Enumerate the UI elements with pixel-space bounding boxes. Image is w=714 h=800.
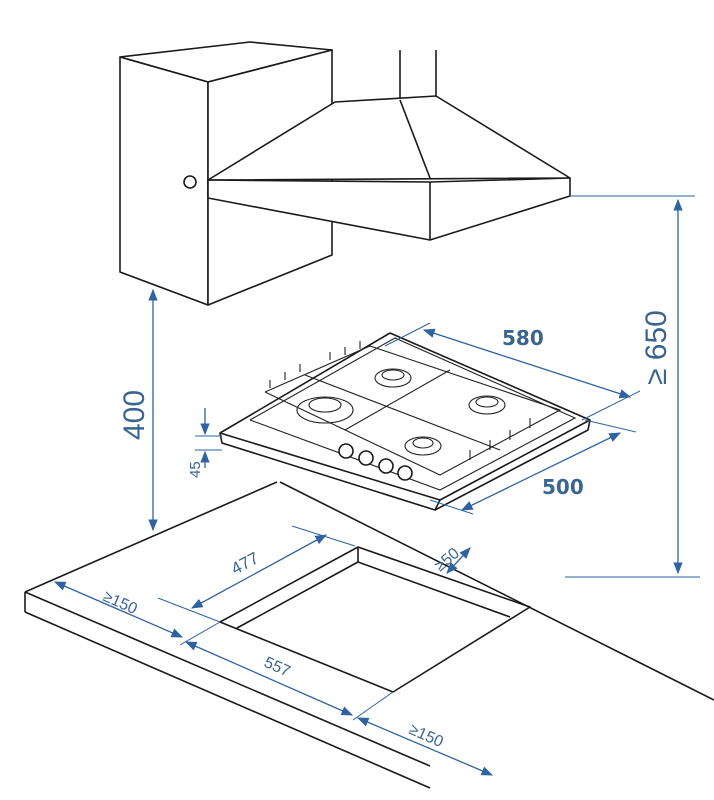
cabinet-knob-icon	[183, 175, 197, 189]
dimension-cutout-width: 557	[184, 641, 394, 721]
hob-height-label: 45	[187, 461, 204, 478]
control-knobs	[338, 443, 413, 481]
hood-clearance-label: ≥ 650	[640, 310, 673, 385]
hob-depth-label: 500	[542, 475, 584, 499]
dimension-hob-height: 45	[187, 408, 222, 478]
cooker-hood	[207, 50, 571, 241]
dimension-right-clearance: ≥150	[356, 717, 494, 776]
dimension-hob-width: 580	[384, 322, 641, 421]
dimension-back-clearance: ≥50	[432, 545, 471, 575]
hob-width-label: 580	[502, 326, 544, 350]
left-clearance-label: ≥150	[100, 588, 139, 618]
back-clearance-label: ≥50	[432, 545, 463, 575]
dimension-cutout-depth: 477	[157, 525, 356, 623]
dimension-cabinet-clearance: 400	[118, 288, 158, 532]
worktop	[24, 481, 714, 789]
cabinet-clearance-label: 400	[118, 390, 151, 440]
dimension-hood-clearance: ≥ 650	[565, 195, 700, 578]
dimension-hob-depth: 500	[429, 419, 637, 515]
cutout-depth-label: 477	[228, 548, 262, 578]
